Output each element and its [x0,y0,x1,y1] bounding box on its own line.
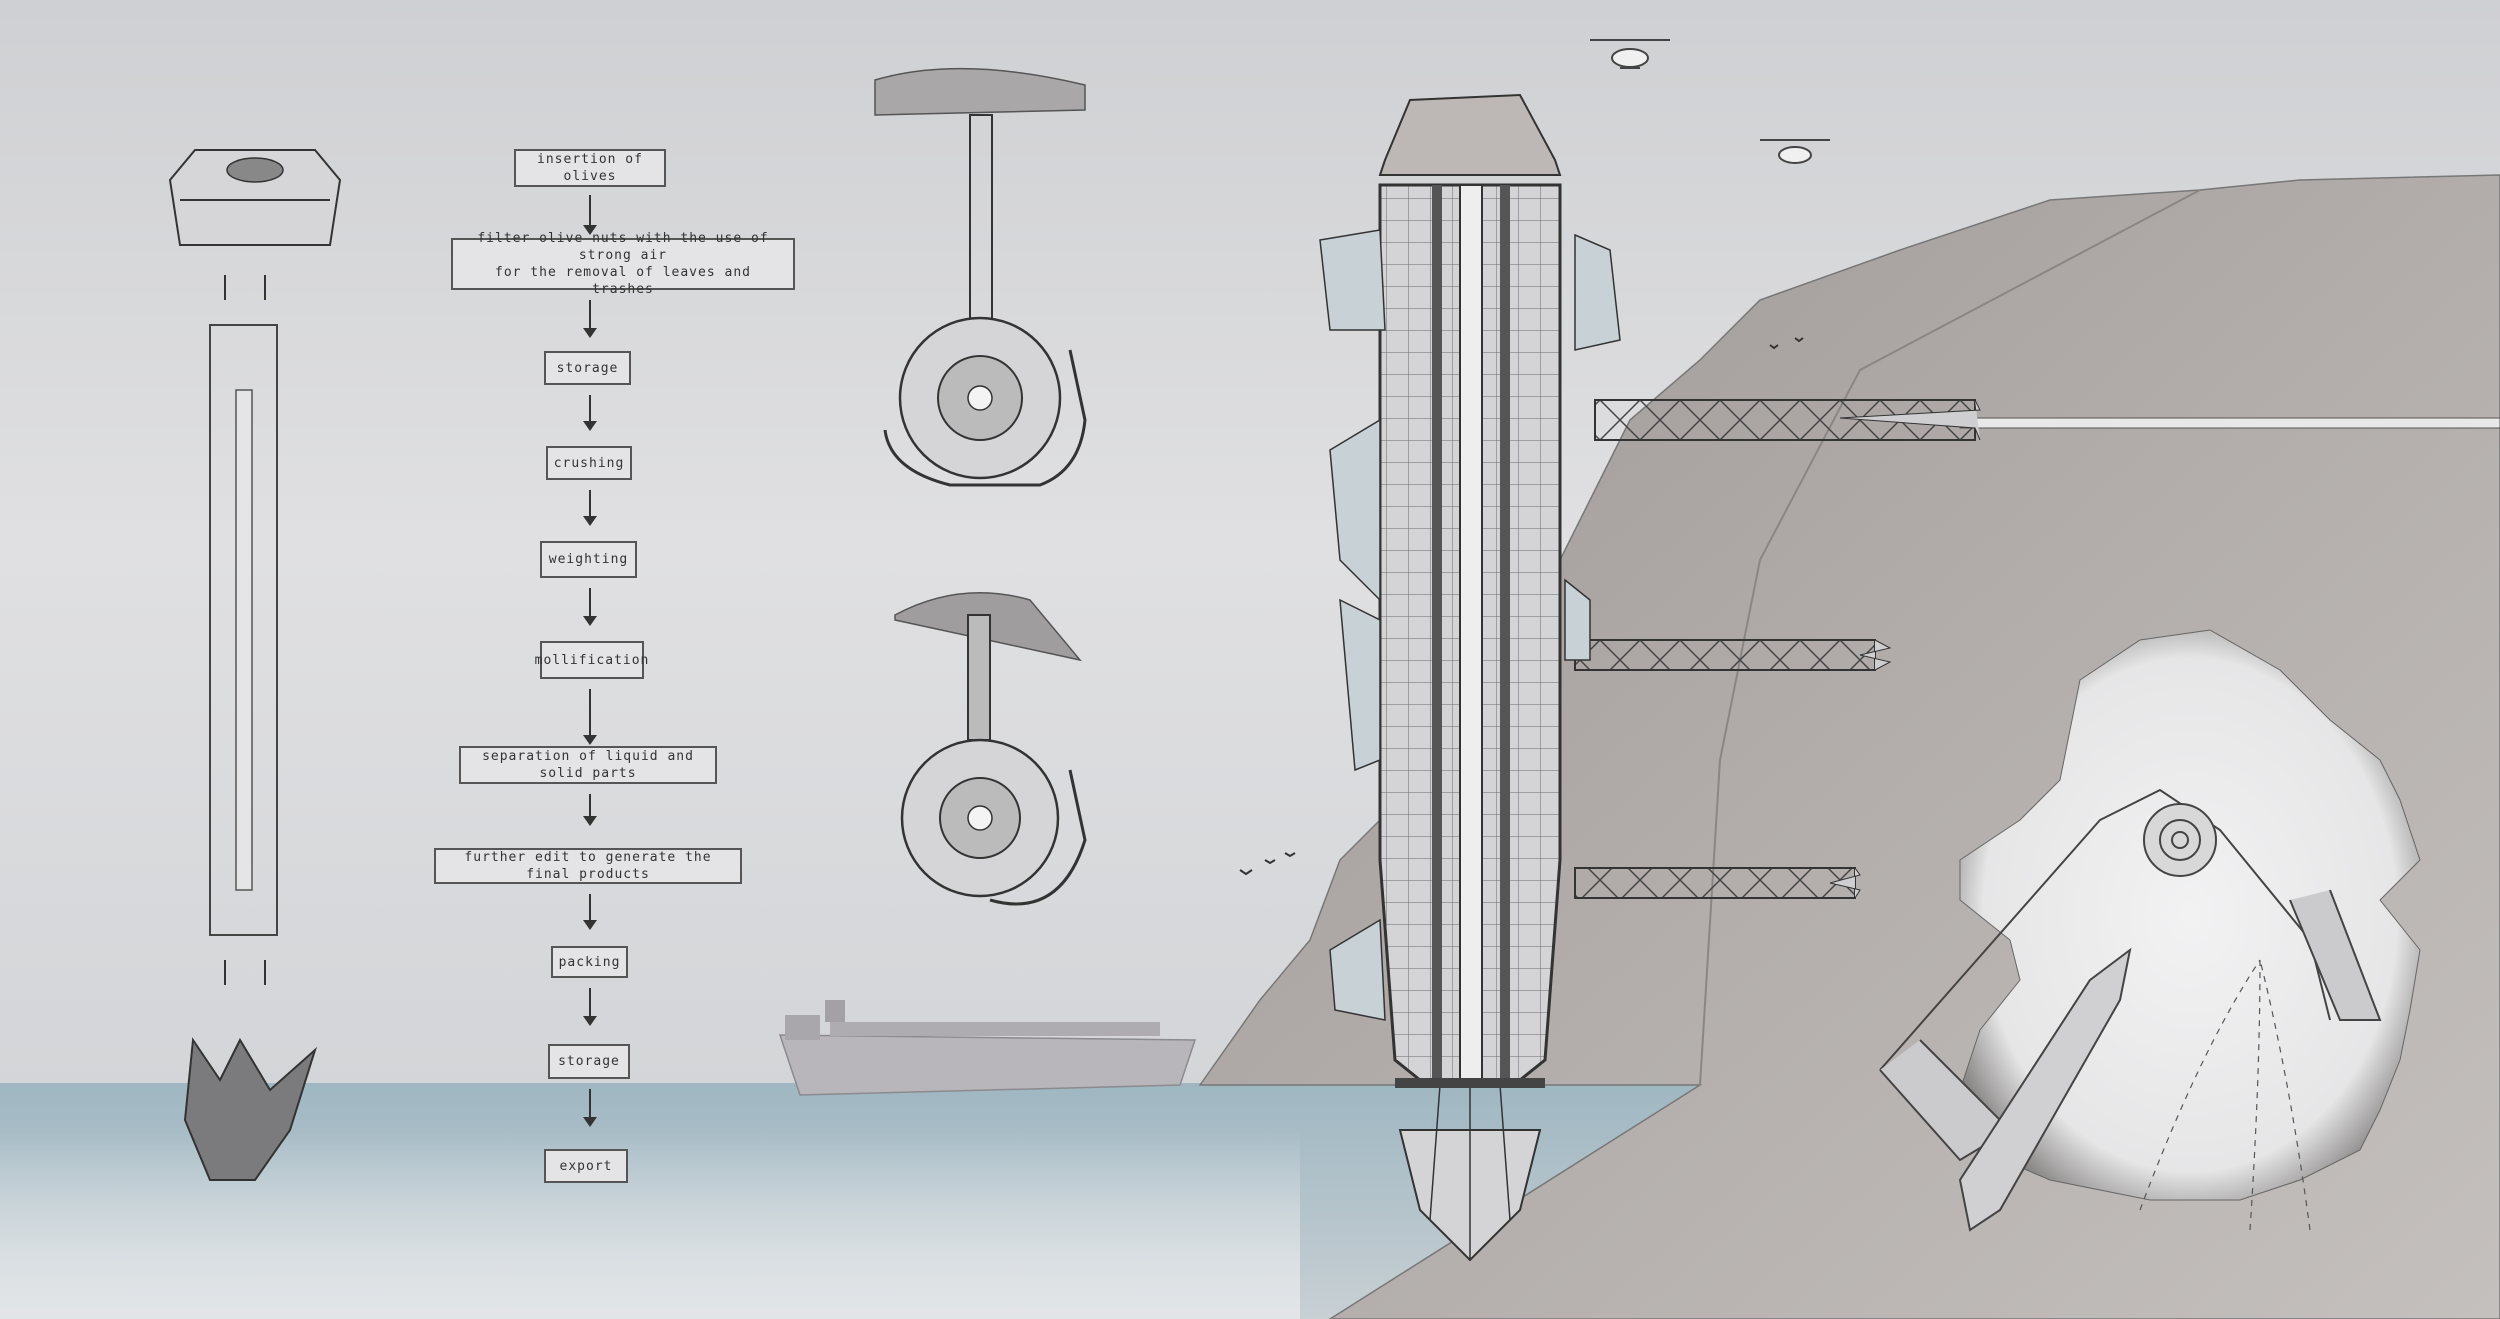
flow-arrow [583,195,597,235]
flow-arrow [583,300,597,338]
flow-step-8: further edit to generate the final produ… [434,848,742,884]
flow-step-4: crushing [546,446,632,480]
truss-bridges [1574,399,1981,899]
extraction-column [168,149,342,1181]
bird-icon [1239,337,1804,876]
truss-bridge-icon [1574,639,1876,671]
flow-step-9: packing [551,946,628,978]
flow-step-10: storage [548,1044,630,1079]
flow-step-7: separation of liquid and solid parts [459,746,717,784]
flow-step-2: filter olive nuts with the use of strong… [451,231,795,297]
flow-arrow [583,689,597,745]
sea-fog [0,1130,1300,1319]
flow-arrow [583,894,597,930]
flow-arrow [583,988,597,1026]
export-pipeline [1959,417,2500,429]
flow-arrow [583,588,597,626]
flow-step-11: export [544,1149,628,1183]
main-tower [1319,93,1621,1262]
flow-step-3: storage [544,351,631,385]
flow-step-1: insertion of olives [514,149,666,187]
flow-arrow [583,490,597,526]
helicopter-icon [1590,39,1670,69]
truss-bridge-icon [1574,867,1856,899]
helicopter-icon [1760,139,1830,164]
lower-vertical-shaft [894,592,1087,906]
upper-vertical-shaft [874,67,1087,487]
cargo-ship-icon [778,1000,1197,1096]
flow-arrow [583,794,597,826]
flow-arrow [583,395,597,431]
flow-arrow [583,1089,597,1127]
harbor-dock [1879,788,2382,1232]
flow-step-5: weighting [540,541,637,578]
flow-step-6: mollification [535,641,648,679]
